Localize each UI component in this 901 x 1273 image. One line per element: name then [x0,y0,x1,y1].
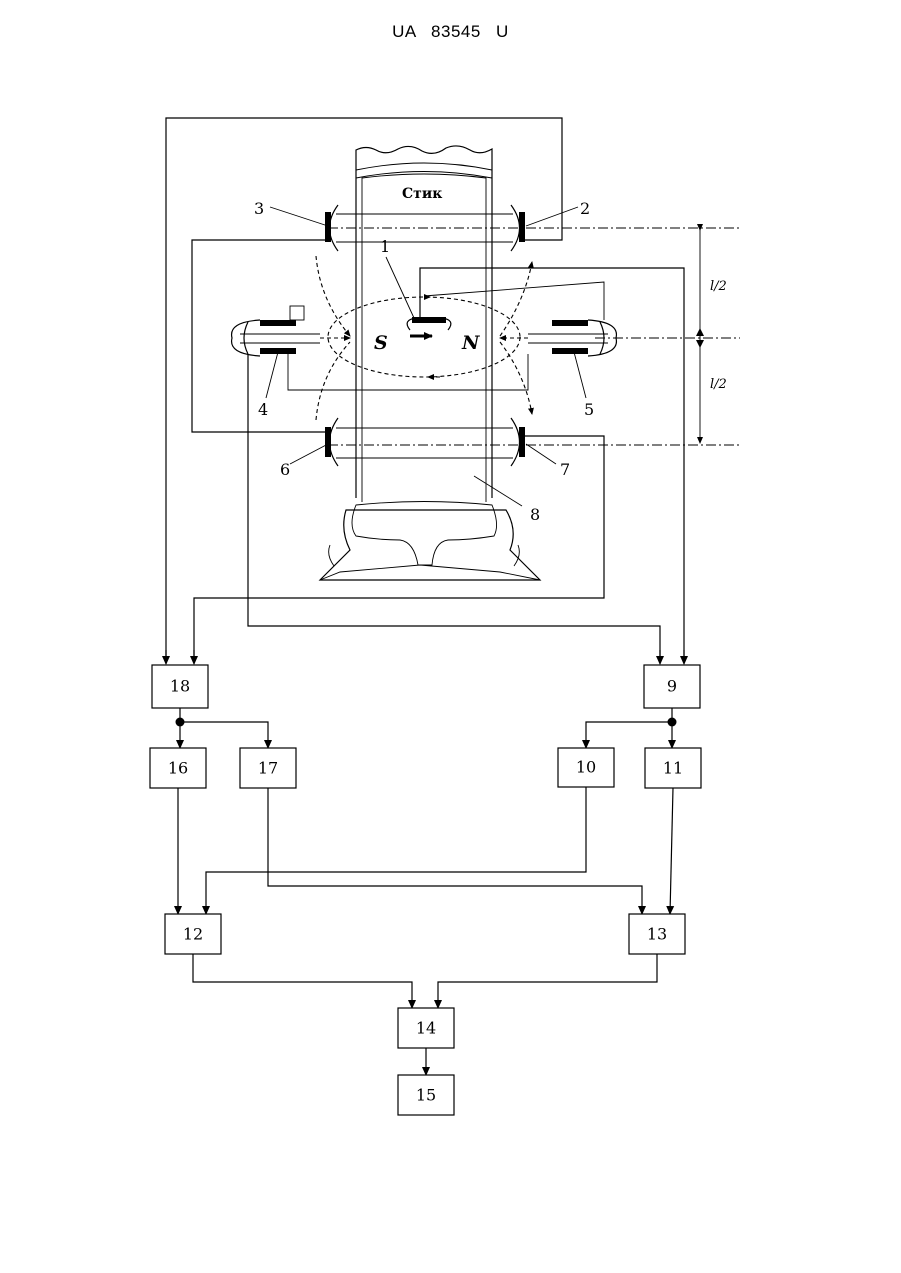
magnet-4 [232,306,320,356]
callout-1: 1 [380,237,390,256]
magnetic-field-lines [316,256,532,420]
callout-leaders [266,207,586,506]
callout-4: 4 [258,400,268,419]
dim-lower-label: l/2 [710,377,727,392]
callout-8: 8 [530,505,540,524]
pole-n-label: N [461,332,480,354]
callout-6: 6 [280,460,290,479]
input-arrows [166,650,684,664]
dimension-lines [328,228,740,445]
svg-text:17: 17 [258,759,278,778]
callout-5: 5 [584,400,594,419]
svg-text:14: 14 [416,1019,436,1038]
joint-label: Стик [402,186,442,202]
svg-text:12: 12 [183,925,203,944]
block-12: 12 [165,914,221,954]
block-13: 13 [629,914,685,954]
rail [320,146,540,580]
callout-2: 2 [580,199,590,218]
svg-text:11: 11 [663,759,683,778]
block-11: 11 [645,748,701,788]
block-15: 15 [398,1075,454,1115]
callout-3: 3 [254,199,264,218]
sensor-7 [511,418,525,466]
pole-s-label: S [374,332,388,354]
svg-text:13: 13 [647,925,667,944]
callout-7: 7 [560,460,570,479]
dim-upper-label: l/2 [710,279,727,294]
svg-text:15: 15 [416,1086,436,1105]
sensor-1 [407,317,451,336]
block-10: 10 [558,748,614,787]
svg-text:9: 9 [667,677,677,696]
svg-text:16: 16 [168,759,188,778]
block-18: 18 [152,665,208,708]
sensor-6 [325,418,338,466]
svg-text:10: 10 [576,758,596,777]
block-16: 16 [150,748,206,788]
svg-text:18: 18 [170,677,190,696]
block-14: 14 [398,1008,454,1048]
block-9: 9 [644,665,700,708]
block-17: 17 [240,748,296,788]
